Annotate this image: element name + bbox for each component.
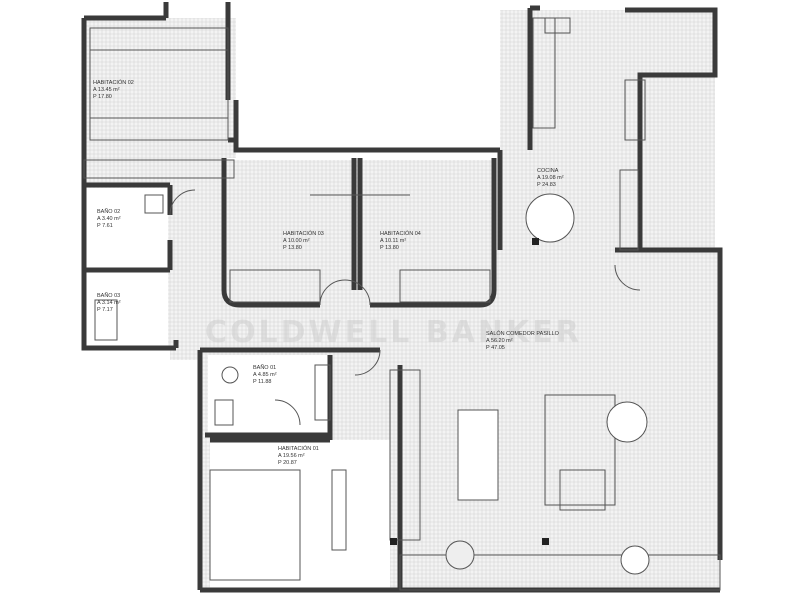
room-area: A 19.08 m² [537, 175, 564, 181]
room-perimeter: P 7.61 [97, 223, 113, 229]
room-label-cocina: COCINA A 19.08 m² P 24.83 [537, 168, 564, 189]
room-name: HABITACIÓN 01 [278, 446, 319, 452]
room-perimeter: P 13.80 [283, 245, 302, 251]
room-label-bano01: BAÑO 01 A 4.85 m² P 11.88 [253, 365, 277, 386]
room-area: A 10.11 m² [380, 238, 407, 244]
room-area: A 19.56 m² [278, 453, 305, 459]
room-label-hab02: HABITACIÓN 02 A 13.45 m² P 17.80 [93, 80, 134, 101]
room-perimeter: P 17.80 [93, 94, 112, 100]
room-name: HABITACIÓN 04 [380, 231, 421, 237]
room-area: A 10.00 m² [283, 238, 310, 244]
room-label-hab01: HABITACIÓN 01 A 19.56 m² P 20.87 [278, 446, 319, 467]
room-name: BAÑO 02 [97, 209, 121, 215]
room-perimeter: P 13.80 [380, 245, 399, 251]
room-name: HABITACIÓN 02 [93, 80, 134, 86]
room-area: A 3.40 m² [97, 216, 121, 222]
room-area: A 13.45 m² [93, 87, 120, 93]
room-label-hab03: HABITACIÓN 03 A 10.00 m² P 13.80 [283, 231, 324, 252]
columns [390, 238, 549, 545]
room-name: BAÑO 03 [97, 293, 121, 299]
room-name: SALÓN COMEDOR PASILLO [486, 331, 559, 337]
room-perimeter: P 11.88 [253, 379, 272, 385]
room-area: A 3.14 m² [97, 300, 121, 306]
room-name: HABITACIÓN 03 [283, 231, 324, 237]
room-label-salon: SALÓN COMEDOR PASILLO A 56.20 m² P 47.05 [486, 331, 559, 352]
room-area: A 4.85 m² [253, 372, 277, 378]
thin-lines [83, 17, 721, 591]
room-name: COCINA [537, 168, 559, 174]
room-label-hab04: HABITACIÓN 04 A 10.11 m² P 13.80 [380, 231, 421, 252]
room-perimeter: P 24.83 [537, 182, 556, 188]
room-label-bano02: BAÑO 02 A 3.40 m² P 7.61 [97, 209, 121, 230]
watermark: COLDWELL BANKER [205, 315, 582, 350]
room-label-bano03: BAÑO 03 A 3.14 m² P 7.17 [97, 293, 121, 314]
room-name: BAÑO 01 [253, 365, 277, 371]
room-perimeter: P 20.87 [278, 460, 297, 466]
room-perimeter: P 47.05 [486, 345, 505, 351]
room-area: A 56.20 m² [486, 338, 513, 344]
room-perimeter: P 7.17 [97, 307, 113, 313]
